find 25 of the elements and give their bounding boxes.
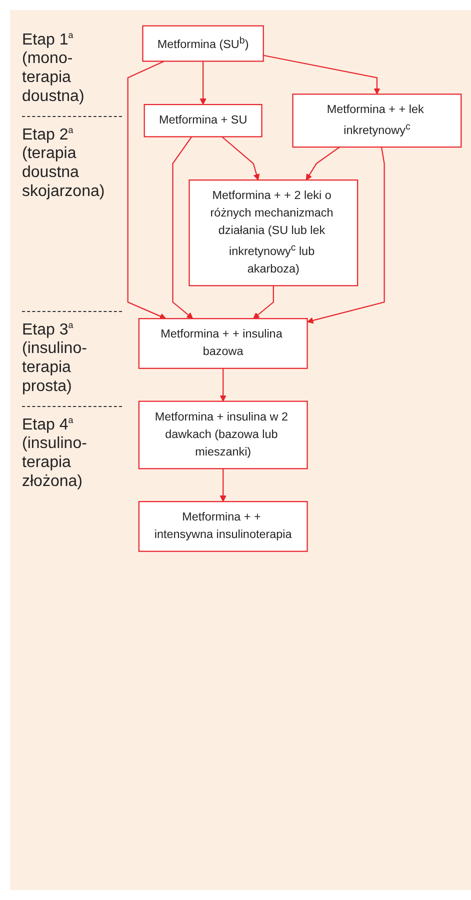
stage-label: Etap 3$^{a}$ — [22, 318, 74, 339]
stage-label: Etap 4$^{a}$ — [22, 414, 74, 434]
node-box: Metformina + + insulina bazowa — [138, 318, 308, 369]
stage-description: (terapia doustna skojarzona) — [22, 144, 106, 202]
arrow — [222, 136, 260, 180]
arrow — [306, 146, 340, 180]
stage-description: (mono- terapia doustna) — [22, 49, 86, 106]
arrow — [200, 61, 206, 105]
node-box: Metformina (SU$^{b}$) — [142, 25, 264, 62]
node-box: Metformina + + 2 leki o różnych mechanizmach działania (SU lub lek inkretynowy$^{c}$ lub akarboza) — [188, 179, 358, 286]
stage-label: Etap 1$^{a}$ — [22, 28, 74, 50]
arrow — [220, 368, 226, 402]
stage-description: (insulino- terapia złożona) — [22, 434, 88, 491]
arrow — [220, 468, 226, 502]
node-box: Metformina + + intensywna insulinoterapia — [138, 501, 308, 552]
stage-label: Etap 2$^{a}$ — [22, 124, 74, 144]
node-box: Metformina + SU — [144, 104, 262, 138]
arrow — [253, 286, 274, 319]
arrow — [127, 60, 166, 320]
arrow — [306, 147, 385, 324]
node-box: Metformina + + lek inkretynowy$^{c}$ — [292, 94, 462, 148]
arrow — [263, 54, 380, 94]
node-box: Metformina + insulina w 2 dawkach (bazowa lub mieszanki) — [138, 400, 308, 470]
arrow — [172, 136, 194, 319]
stage-description: (insulino- terapia prosta) — [22, 338, 88, 396]
